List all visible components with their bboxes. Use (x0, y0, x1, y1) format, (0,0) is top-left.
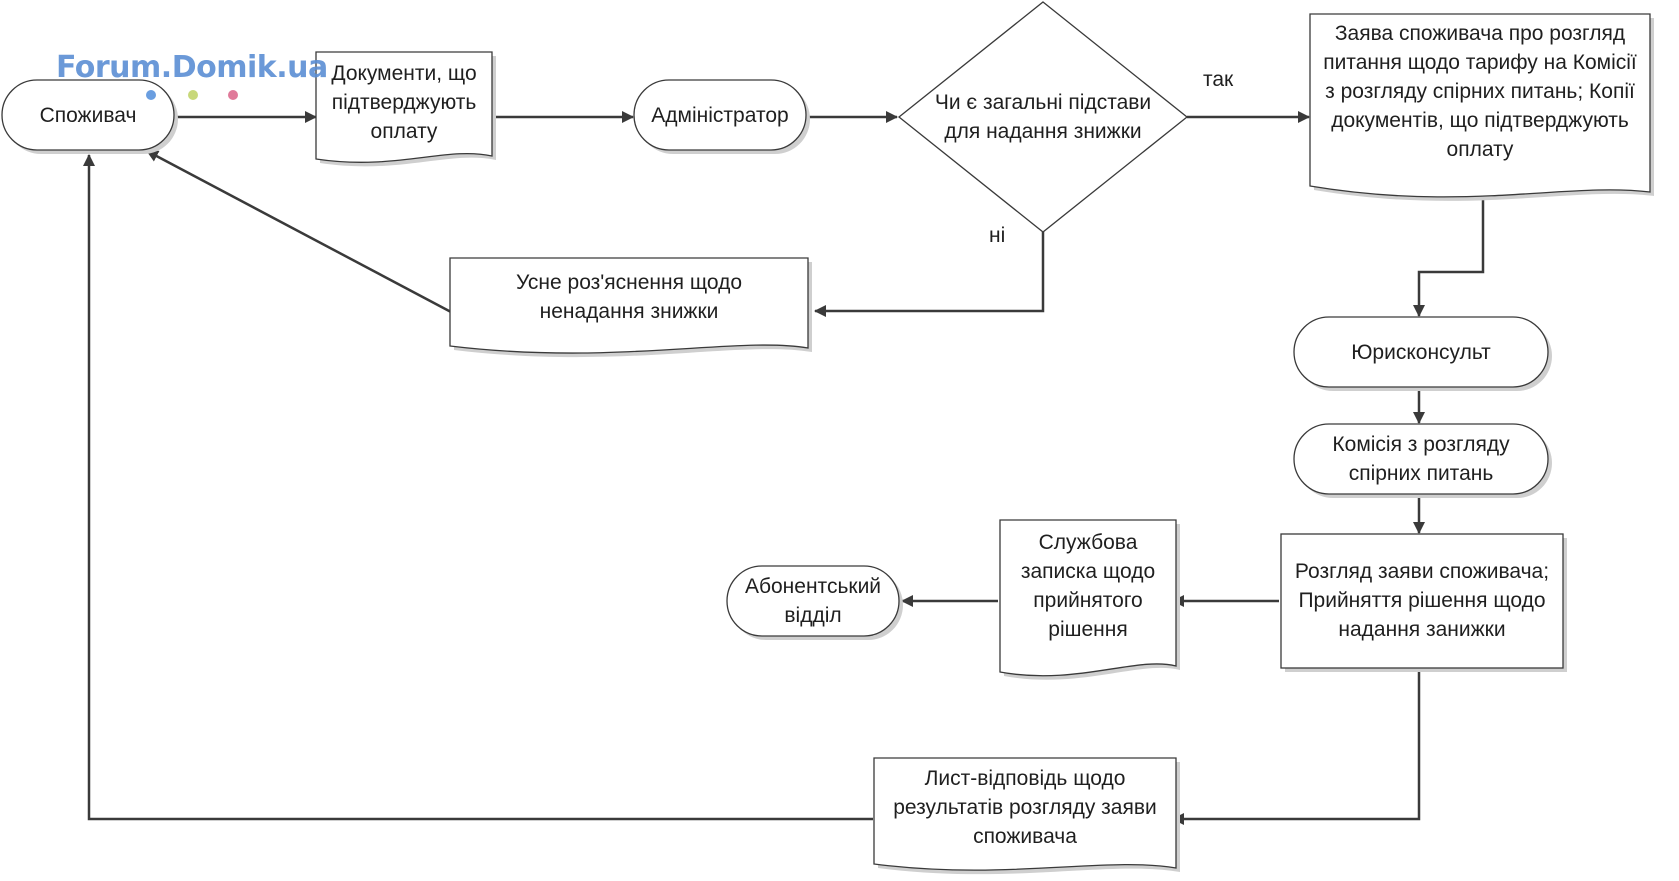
payment-docs-label: Документи, що підтверджують оплату (331, 61, 477, 143)
application-label: Заява споживача про розгляд питання щодо… (1323, 21, 1637, 161)
oral-explanation-shape (449, 257, 809, 354)
watermark-dot-green (188, 90, 198, 100)
administrator-shape (633, 79, 807, 151)
watermark-logo: Forum.Domik.ua (56, 50, 328, 85)
legal-adviser-shape (1293, 316, 1549, 388)
administrator-label: Адміністратор (651, 103, 789, 127)
edges (83, 111, 1485, 825)
oral-explanation-label: Усне роз'яснення щодо ненадання знижки (515, 271, 743, 323)
review-shape (1280, 533, 1564, 669)
payment-docs-shape (315, 51, 493, 163)
subscriber-dept-shape (726, 565, 900, 637)
response-letter-label: Лист-відповідь щодо результатів розгляду… (893, 766, 1157, 848)
commission-shape (1293, 423, 1549, 495)
consumer-shape (1, 79, 175, 151)
decision-shape (897, 1, 1189, 233)
watermark-dot-blue (146, 90, 156, 100)
consumer-label: Споживач (39, 103, 137, 127)
application-shape (1309, 13, 1651, 198)
memo-label: Службова записка щодо прийнятого рішення (1020, 531, 1156, 641)
subscriber-dept-label: Абонентський відділ (744, 575, 882, 627)
review-label: Розгляд заяви споживача; Прийняття рішен… (1294, 559, 1550, 641)
watermark-dot-pink (228, 90, 238, 100)
decision-label: Чи є загальні підстави для надання знижк… (934, 91, 1152, 143)
edge-label-yes: так (1203, 68, 1234, 91)
commission-label: Комісія з розгляду спірних питань (1332, 433, 1510, 485)
edge-letter-to-consumer (83, 154, 873, 821)
legal-adviser-label: Юрисконсульт (1351, 340, 1491, 364)
shapes (1, 1, 1654, 875)
response-letter-shape (873, 757, 1177, 871)
edge-explanation-to-consumer (146, 149, 452, 314)
memo-shape (999, 519, 1177, 677)
edge-decision-no (814, 232, 1045, 317)
edge-label-no: ні (989, 224, 1006, 247)
edge-review-to-letter (1172, 669, 1421, 825)
edge-application-to-adviser (1413, 192, 1485, 317)
